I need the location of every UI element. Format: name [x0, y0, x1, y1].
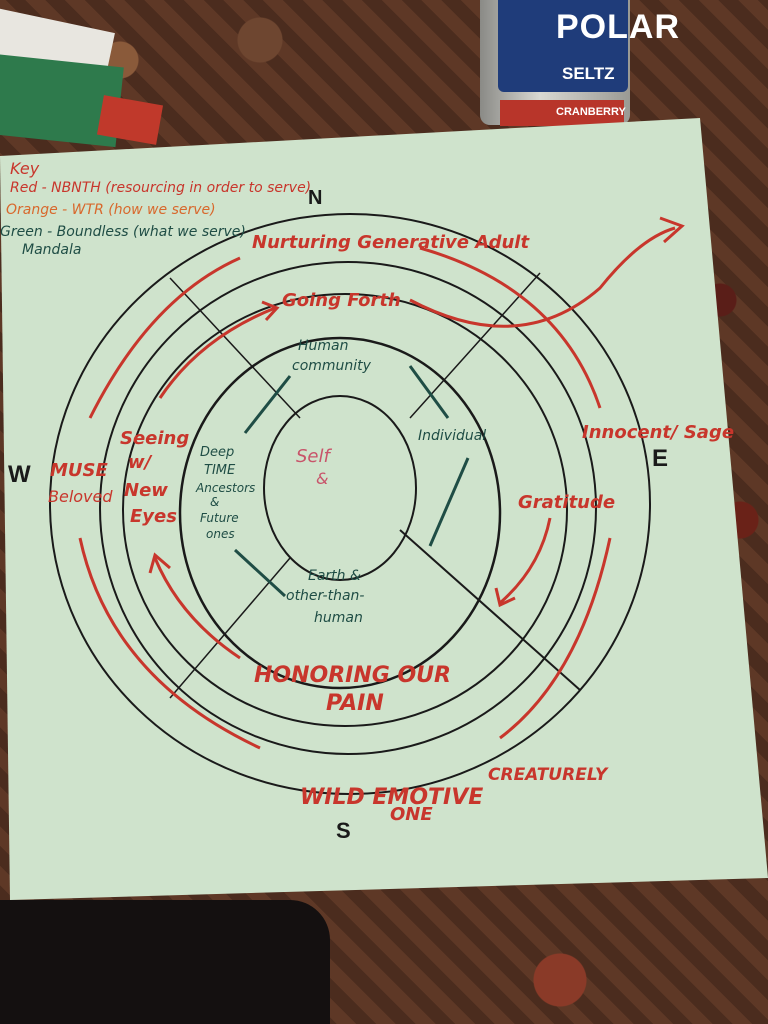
direction-east: E: [652, 445, 668, 472]
inner-north-label-2: community: [292, 358, 372, 374]
can-brand: POLAR: [556, 8, 680, 46]
inner-south-label-2: other-than-: [286, 588, 364, 604]
middle-west-label-1: Seeing: [120, 428, 189, 449]
outer-south-label-1: WILD EMOTIVE: [300, 785, 483, 810]
key-red: Red - NBNTH (resourcing in order to serv…: [10, 180, 311, 196]
third-ring: [122, 293, 568, 727]
inner-west-label-6: ones: [206, 527, 235, 541]
middle-west-label-3: New: [124, 480, 168, 501]
outer-south-label-3: CREATURELY: [488, 765, 609, 785]
outer-west-label-2: Beloved: [48, 487, 113, 506]
outer-arc-ne: [419, 246, 602, 409]
green-arrow-se: [428, 457, 470, 547]
direction-west: W: [8, 461, 31, 488]
self-circle: [263, 395, 417, 581]
green-arrow-sw: [233, 548, 287, 598]
mandala-sheet: Key Red - NBNTH (resourcing in order to …: [0, 118, 768, 908]
inner-south-label-3: human: [314, 610, 363, 626]
outer-south-label-2: ONE: [390, 804, 433, 825]
middle-west-label-4: Eyes: [130, 506, 177, 527]
arrow-from-gratitude: [499, 517, 552, 605]
second-ring: [99, 261, 597, 755]
middle-east-label: Gratitude: [518, 492, 615, 513]
mandala-drawing: Key Red - NBNTH (resourcing in order to …: [0, 118, 768, 900]
center-amp: &: [316, 469, 328, 488]
middle-south-label-2: PAIN: [326, 691, 384, 716]
can-subtitle: SELTZ: [562, 64, 615, 83]
inner-ring: [178, 336, 502, 690]
outer-arc-nw: [88, 256, 241, 419]
inner-west-label-4: &: [210, 495, 219, 509]
direction-south: S: [336, 818, 351, 843]
outer-arc-sw: [78, 537, 261, 750]
outer-arc-se: [499, 537, 612, 740]
outer-east-label: Innocent/ Sage: [582, 422, 734, 443]
exit-arrow: [409, 226, 676, 328]
can-flavor: CRANBERRY: [556, 106, 626, 118]
key-green: Green - Boundless (what we serve): [0, 224, 246, 240]
arrowhead-seeing: [148, 552, 171, 574]
arrow-to-going-forth: [158, 306, 276, 399]
inner-west-label-5: Future: [200, 511, 239, 525]
outer-west-label-1: MUSE: [50, 460, 108, 481]
arrowhead-gratitude: [494, 587, 516, 608]
direction-north: N: [308, 187, 322, 209]
diagonal-se: [399, 529, 581, 691]
key-orange: Orange - WTR (how we serve): [6, 202, 216, 218]
can-band: [500, 100, 624, 126]
middle-west-label-2: w/: [128, 452, 153, 473]
inner-west-label-2: TIME: [204, 463, 236, 478]
diagonal-nw: [169, 277, 301, 419]
arrowhead-going-forth: [261, 300, 280, 322]
green-arrow-nw: [243, 375, 292, 434]
key-title: Key: [10, 159, 40, 178]
center-self: Self: [296, 446, 333, 467]
inner-east-label: Individual: [418, 428, 486, 444]
green-arrow-ne: [408, 365, 450, 419]
inner-west-label-3: Ancestors: [195, 481, 255, 495]
inner-north-label-1: Human: [298, 338, 349, 354]
inner-south-label-1: Earth &: [308, 568, 361, 584]
arrow-to-seeing: [153, 557, 241, 660]
can-label: [498, 0, 628, 92]
inner-west-label-1: Deep: [200, 445, 234, 460]
exit-arrowhead: [659, 216, 685, 244]
outer-north-label: Nurturing Generative Adult: [252, 232, 530, 253]
middle-south-label-1: HONORING OUR: [254, 663, 451, 688]
middle-north-label: Going Forth: [282, 290, 401, 311]
dark-cloth: [0, 900, 330, 1024]
outer-ring: [49, 213, 651, 795]
key-green-cont: Mandala: [22, 242, 81, 258]
